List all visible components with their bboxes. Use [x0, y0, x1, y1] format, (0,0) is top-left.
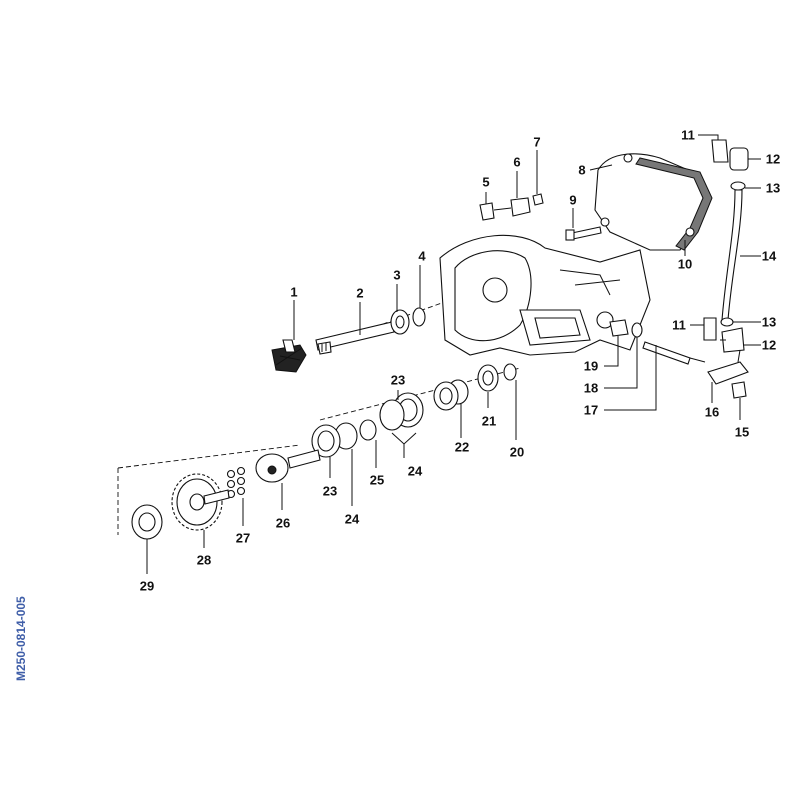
callout-28: 28	[197, 552, 211, 567]
callout-13-lower: 13	[762, 314, 776, 329]
callout-22: 22	[455, 439, 469, 454]
callout-3: 3	[393, 267, 400, 282]
housing-cover	[594, 153, 713, 251]
impeller	[271, 339, 307, 373]
cover-screw	[565, 226, 602, 241]
callout-labels: 1 2 3 4 5 6 7 8 9 10 11 12 13 14 11 13 1…	[140, 127, 780, 593]
leader-lines	[146, 134, 761, 574]
shaft-seal-and-clip	[390, 307, 426, 335]
callout-10: 10	[678, 256, 692, 271]
callout-13-top: 13	[766, 180, 780, 195]
small-bracket-parts	[479, 193, 544, 221]
callout-23-lower: 23	[323, 483, 337, 498]
callout-5: 5	[482, 174, 489, 189]
callout-23-top: 23	[391, 372, 405, 387]
callout-6: 6	[513, 154, 520, 169]
callout-19: 19	[584, 358, 598, 373]
callout-17: 17	[584, 402, 598, 417]
callout-12-top: 12	[766, 151, 780, 166]
callout-29: 29	[140, 578, 154, 593]
callout-7: 7	[533, 134, 540, 149]
callout-9: 9	[569, 192, 576, 207]
callout-18: 18	[584, 380, 598, 395]
callout-15: 15	[735, 424, 749, 439]
callout-14: 14	[762, 248, 777, 263]
callout-24-lower: 24	[345, 511, 360, 526]
callout-12-lower: 12	[762, 337, 776, 352]
callout-24-right: 24	[408, 463, 423, 478]
end-bearing	[131, 504, 163, 540]
callout-27: 27	[236, 530, 250, 545]
callout-11-lower: 11	[672, 317, 686, 332]
bearing-balls	[226, 466, 246, 499]
callout-11-top: 11	[681, 127, 695, 142]
gearbox-housing	[439, 234, 651, 356]
impeller-shaft	[315, 321, 395, 355]
callout-26: 26	[276, 515, 290, 530]
diagram-reference-code: M250-0814-005	[14, 596, 28, 681]
callout-8: 8	[578, 162, 585, 177]
shift-pin-parts	[609, 319, 706, 365]
callout-2: 2	[356, 285, 363, 300]
callout-20: 20	[510, 444, 524, 459]
callout-4: 4	[418, 248, 426, 263]
drive-gear	[171, 473, 230, 531]
cable-assembly	[703, 139, 749, 399]
gear-cluster-parts	[311, 363, 517, 458]
callout-1: 1	[290, 284, 297, 299]
callout-16: 16	[705, 404, 719, 419]
callout-21: 21	[482, 413, 496, 428]
drive-shaft	[255, 449, 321, 483]
callout-25: 25	[370, 472, 384, 487]
